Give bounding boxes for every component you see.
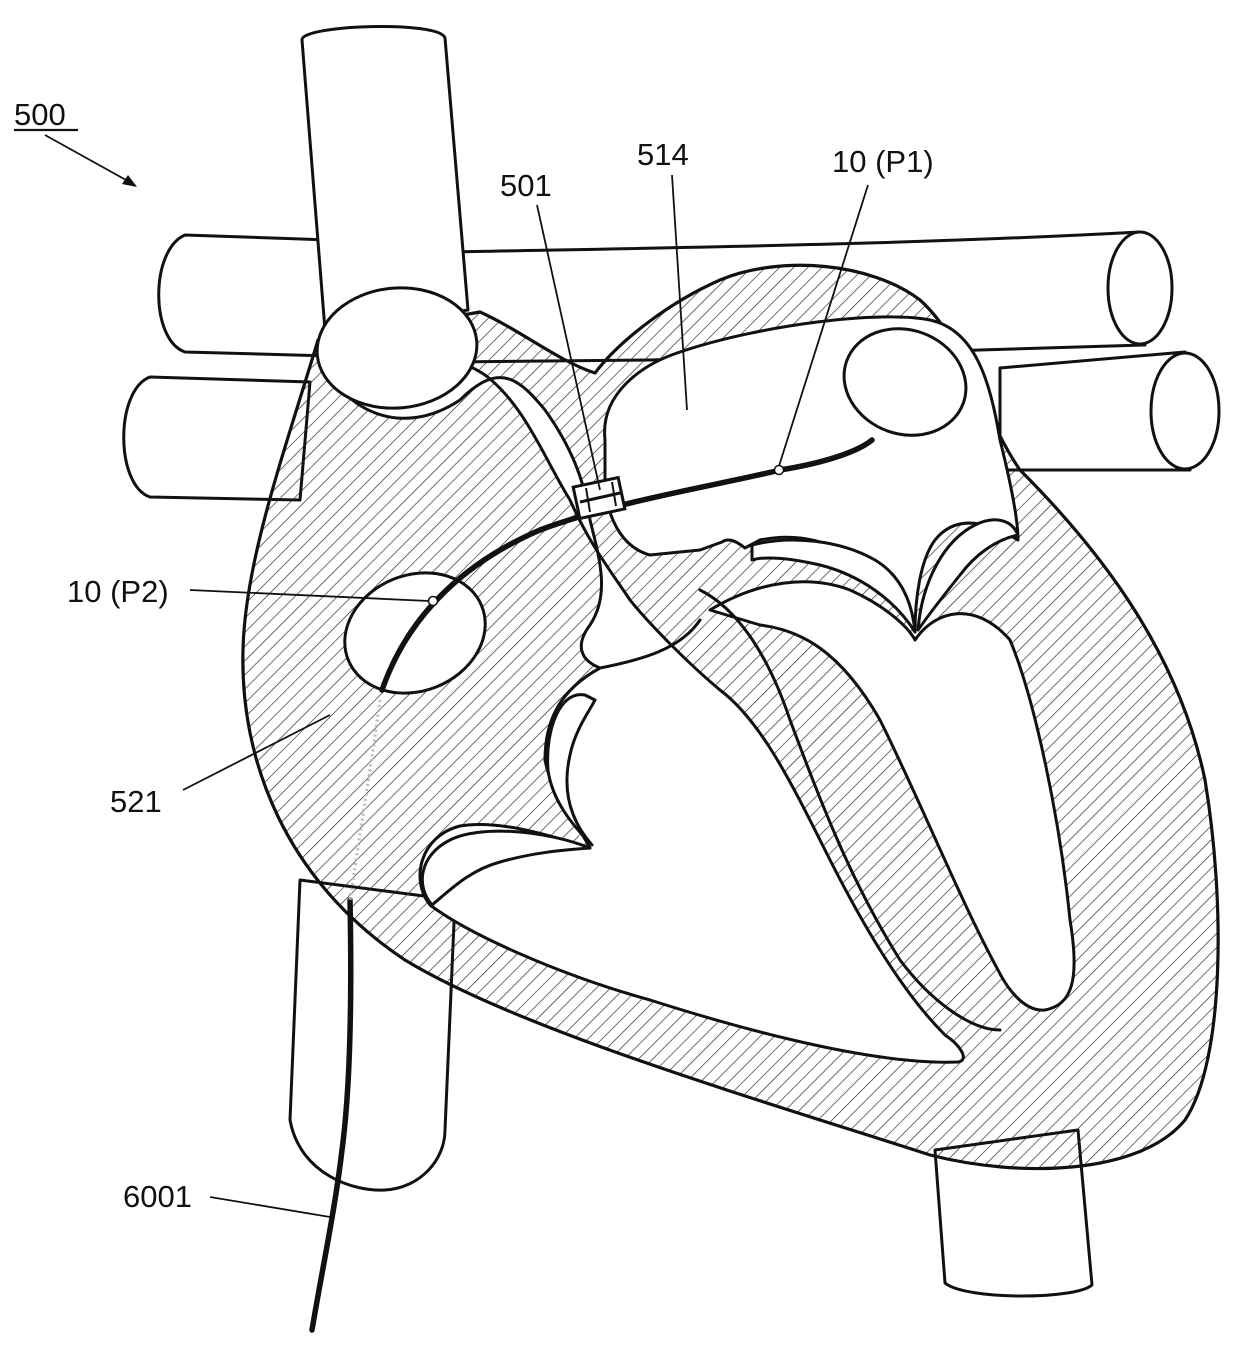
- sensor-p2-marker: [429, 597, 438, 606]
- upper-right-vessel-opening: [1108, 232, 1172, 344]
- arrowhead-500: [122, 175, 137, 187]
- label-sensor-p2: 10 (P2): [67, 574, 169, 609]
- superior-vena-cava: [302, 26, 468, 330]
- leader-line-6001: [210, 1197, 330, 1217]
- label-6001: 6001: [123, 1179, 192, 1214]
- label-514: 514: [637, 137, 689, 172]
- figure-reference-500: 500: [14, 97, 66, 132]
- sensor-p1-marker: [775, 466, 784, 475]
- upper-left-pulmonary-vessel: [159, 235, 330, 356]
- leader-line-500: [45, 135, 135, 185]
- label-sensor-p1: 10 (P1): [832, 144, 934, 179]
- label-521: 521: [110, 784, 162, 819]
- lower-right-vessel-opening: [1151, 353, 1219, 469]
- label-501: 501: [500, 168, 552, 203]
